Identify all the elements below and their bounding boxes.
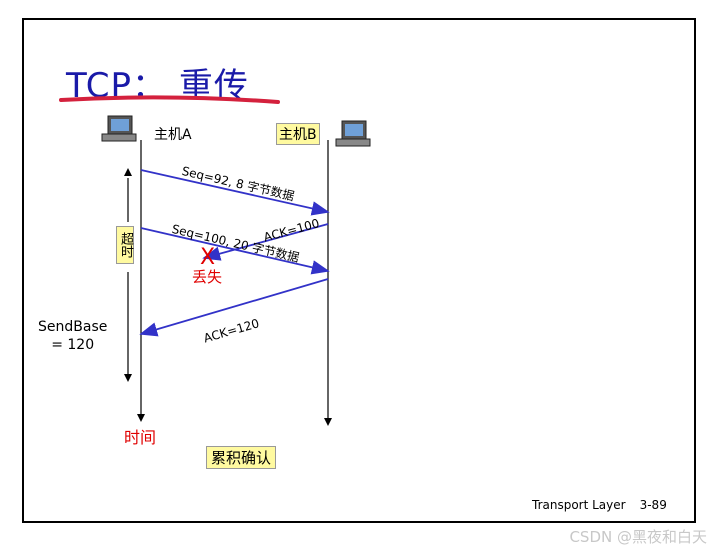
host-b-label: 主机B [276,123,320,145]
ack120-arrow [139,278,329,337]
timeout-arrow-down-head [124,374,132,382]
title-underline [59,95,280,104]
seq100-arrow [140,227,330,275]
host-a-label: 主机A [154,127,192,143]
watermark: CSDN @黑夜和白天 [569,528,707,546]
sendbase-line2: = 120 [51,337,95,353]
host-a-timeline-arrowhead [137,414,145,422]
lost-label: 丢失 [192,268,223,286]
time-label: 时间 [124,428,157,447]
sendbase-label: SendBase = 120 [38,318,107,354]
seq92-arrow [140,169,330,216]
footer-course: Transport Layer [532,498,626,512]
slide-footer: Transport Layer 3-89 [532,498,667,512]
ack100-arrow [202,223,329,261]
lost-x-icon: X [200,245,216,270]
host-b-timeline-arrowhead [324,418,332,426]
computer-icon [101,115,137,142]
footer-page-number: 3-89 [639,498,667,512]
sendbase-line1: SendBase [38,319,108,335]
timeout-arrow-up-head [124,168,132,176]
slide-frame [22,18,696,523]
computer-icon [335,120,371,147]
cumulative-ack-label: 累积确认 [206,446,277,469]
timeout-label: 超时 [116,226,134,264]
